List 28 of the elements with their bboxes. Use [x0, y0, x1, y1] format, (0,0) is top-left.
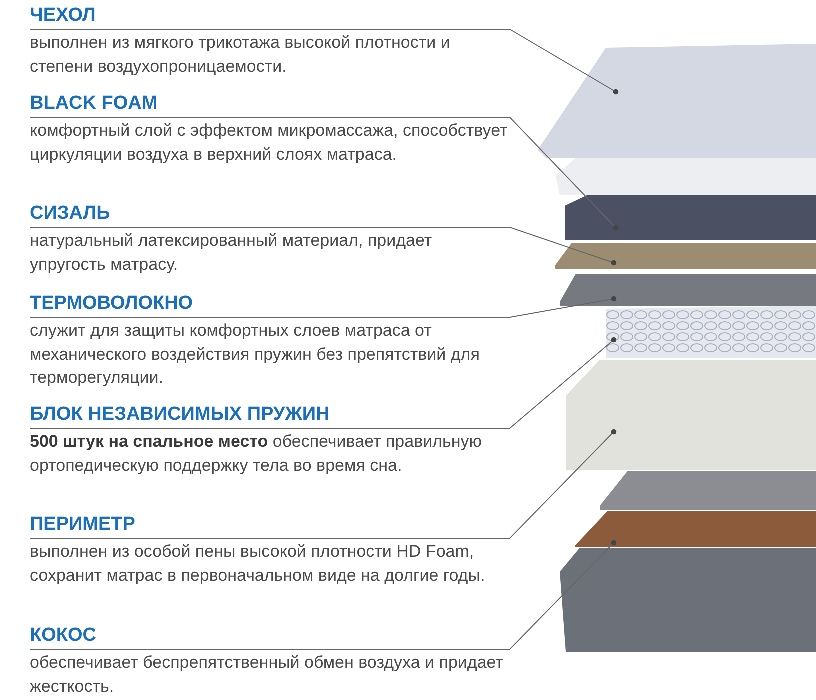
layer-description: комфортный слой с эффектом микромассажа, способствует циркуляции воздуха в верхний слоях матраса. [30, 120, 509, 166]
leader-line [30, 296, 617, 318]
layer-description: 500 штук на спальное место обеспечивает правильную ортопедическую поддержку тела во время сна. [30, 431, 484, 476]
mattress-layer [538, 44, 816, 158]
leader-line [30, 227, 617, 266]
layer-description: обеспечивает беспрепятственный обмен воздуха и придает жесткость. [30, 652, 504, 698]
layer-heading: BLACK FOAM [30, 92, 158, 116]
leader-line [30, 429, 617, 539]
mattress-layer [560, 274, 816, 306]
layer-description: служит для защиты комфортных слоев матраса от механического воздействия пружин без препятствий для терморегуляции. [30, 320, 481, 389]
mattress-layer [566, 360, 816, 470]
leader-line [30, 29, 619, 95]
leader-line [30, 117, 619, 231]
mattress-layer [565, 195, 816, 240]
spring-block-drawing [606, 306, 816, 358]
layer-heading: ЧЕХОЛ [30, 4, 96, 28]
layer-description: выполнен из особой пены высокой плотности HD Foam, сохранит матрас в первоначальном виде на долгие годы. [30, 541, 486, 586]
mattress-layer [555, 243, 816, 269]
layer-description: натуральный латексированный материал, придает упругость матрасу. [30, 230, 434, 276]
layer-description: выполнен из мягкого трикотажа высокой плотности и степени воздухопроницаемости. [30, 32, 452, 78]
mattress-layer [575, 511, 816, 547]
leader-line [30, 540, 617, 650]
layer-heading: ТЕРМОВОЛОКНО [30, 292, 194, 316]
leader-line [30, 337, 617, 429]
layer-heading: СИЗАЛЬ [30, 202, 110, 226]
layer-heading: БЛОК НЕЗАВИСИМЫХ ПРУЖИН [30, 403, 330, 427]
layer-heading: КОКОС [30, 624, 96, 648]
layer-heading: ПЕРИМЕТР [30, 513, 136, 537]
